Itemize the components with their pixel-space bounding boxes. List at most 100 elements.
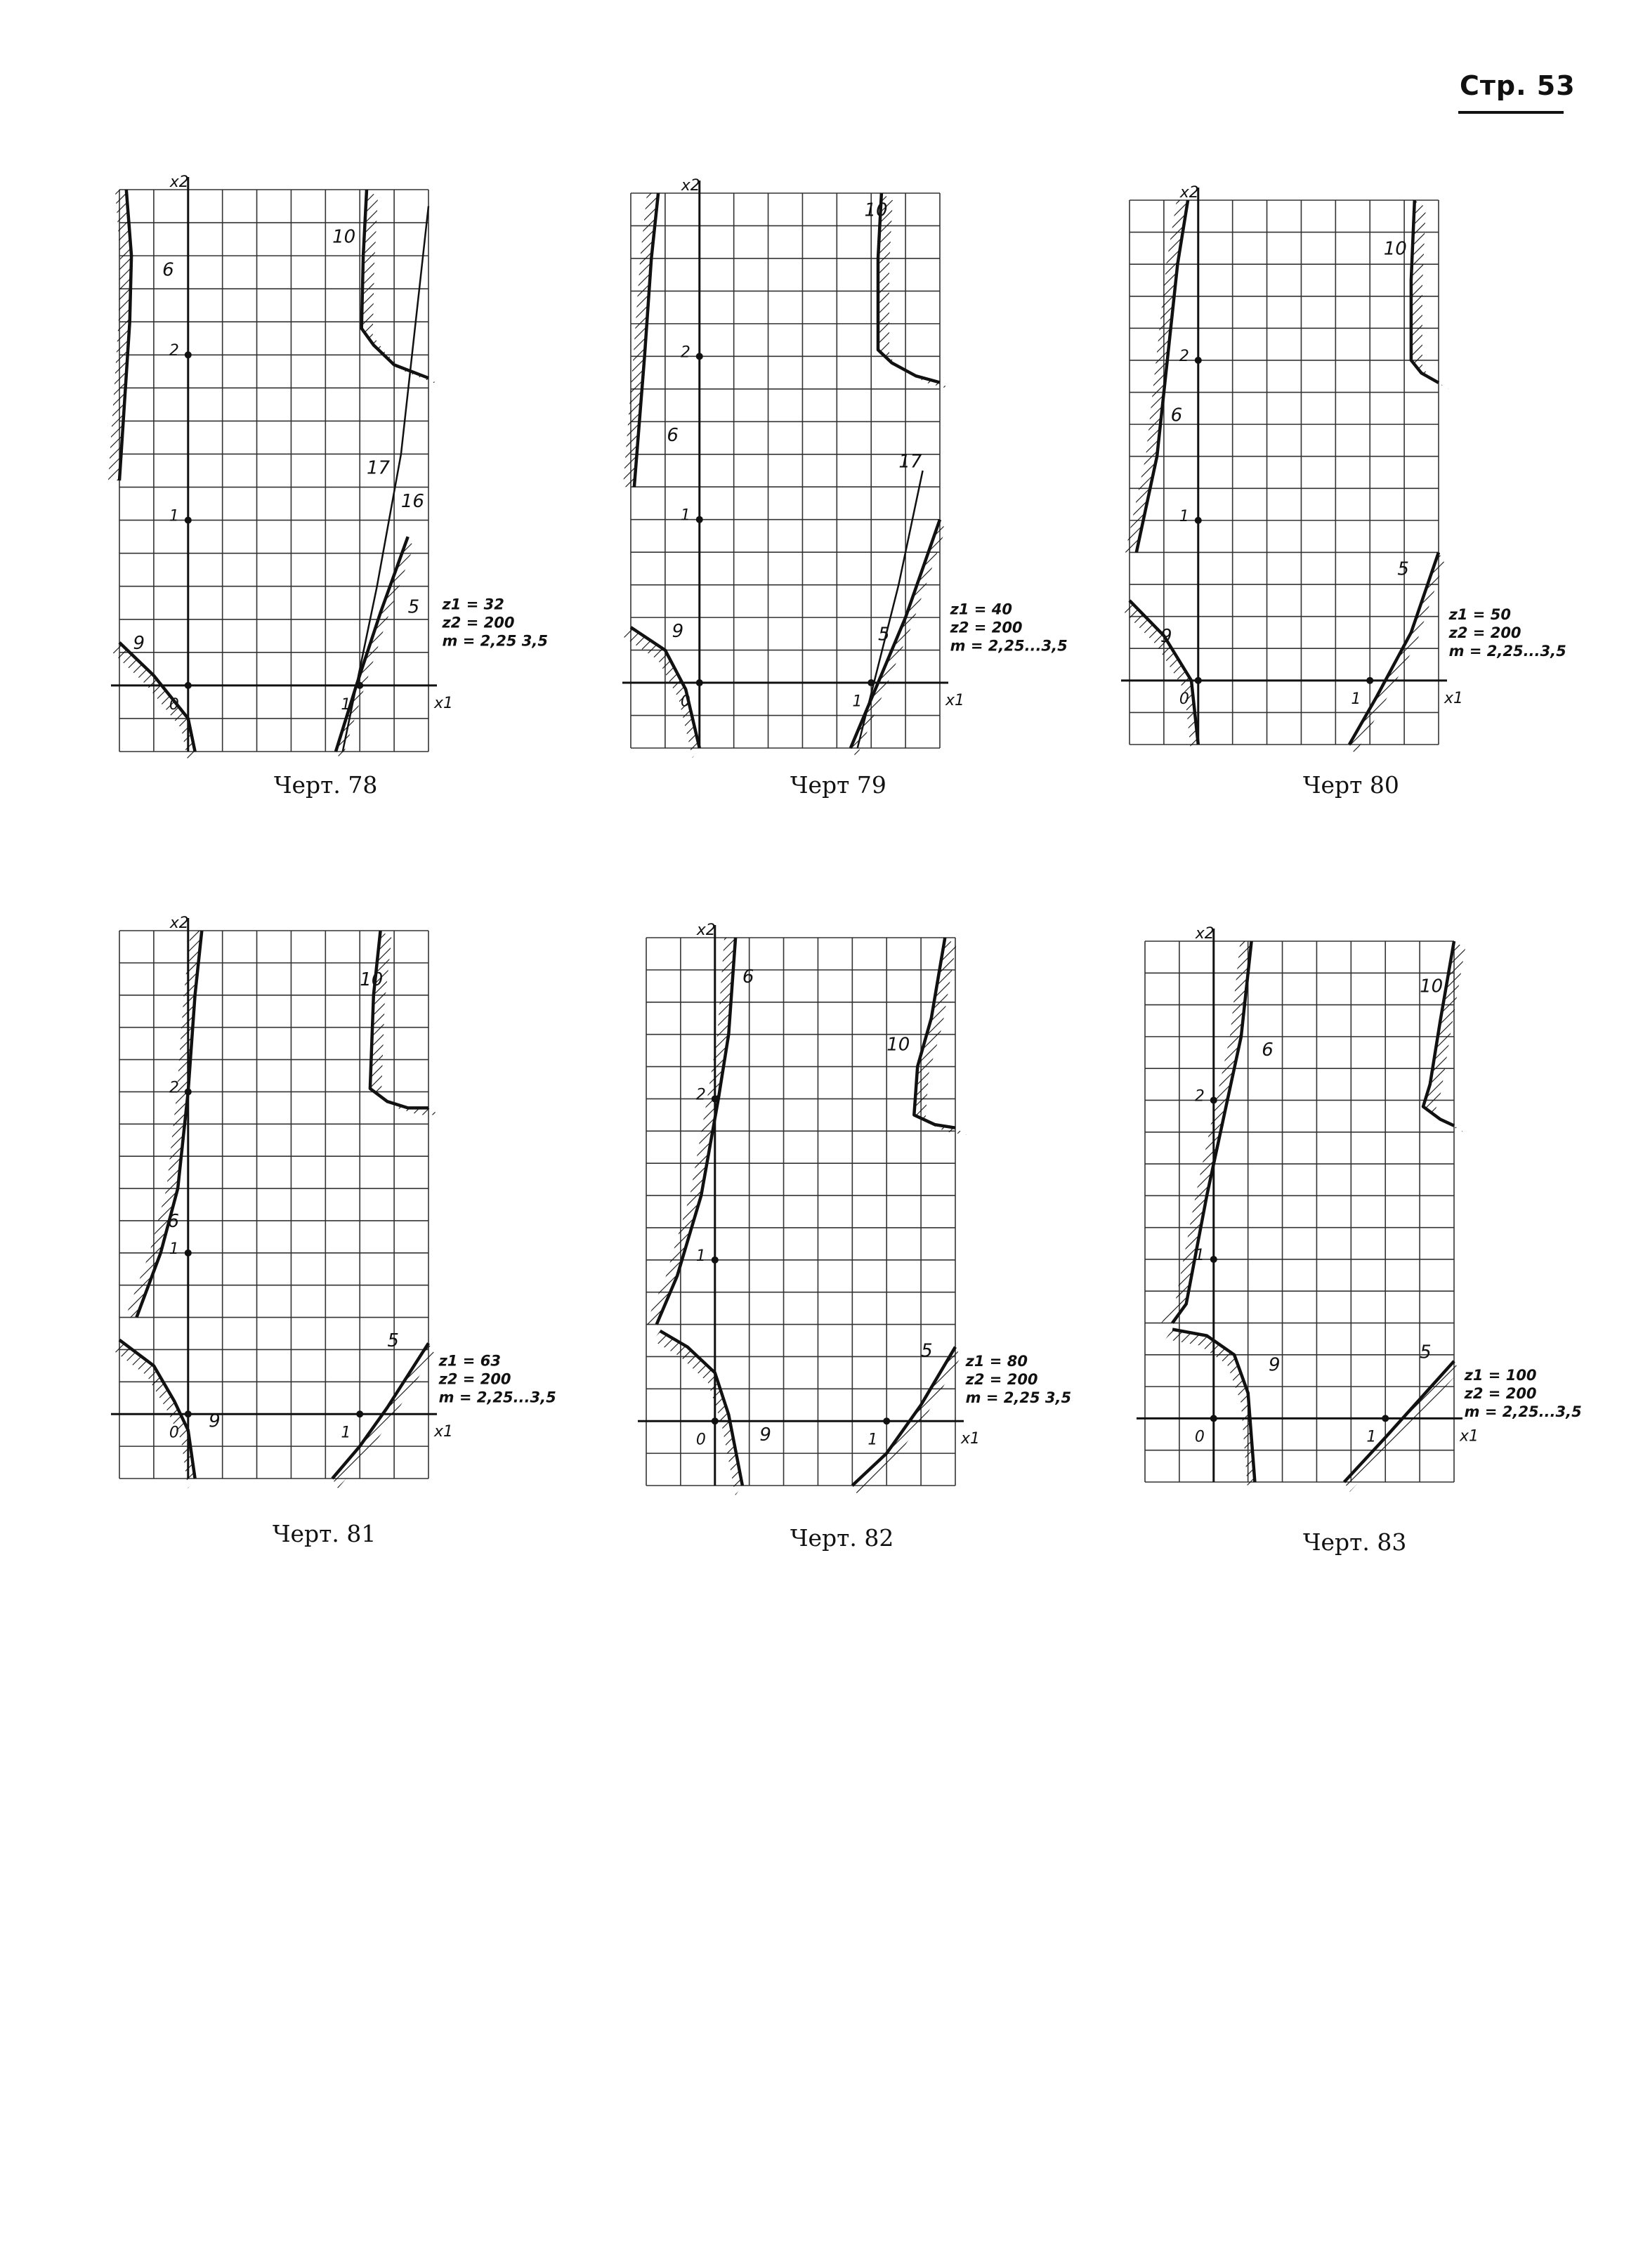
curve-label-9: 9: [1269, 1354, 1281, 1375]
tick-point: [1194, 676, 1202, 684]
tick-point: [883, 1417, 891, 1425]
curve-label-5: 5: [1420, 1342, 1432, 1363]
boundary-curve-5: [1342, 1360, 1455, 1483]
figure-caption-83: Черт. 83: [1303, 1528, 1407, 1556]
tick-point: [184, 1410, 192, 1418]
parameter-line: z1 = 32: [442, 596, 504, 613]
parameter-line: m = 2,25 3,5: [443, 633, 548, 650]
boundary-curve-6: [632, 192, 660, 487]
boundary-curve-10: [912, 937, 956, 1129]
curve-hatching-9: [624, 627, 700, 758]
curve-label-10: 10: [1420, 976, 1443, 997]
boundary-curve-10: [876, 192, 941, 384]
grid: [1144, 940, 1455, 1483]
tick-label: 2: [1179, 348, 1189, 365]
curve-label-5: 5: [387, 1330, 399, 1351]
curve-label-5: 5: [1397, 558, 1409, 579]
tick-point: [1366, 676, 1374, 684]
tick-point: [1382, 1415, 1389, 1422]
tick-point: [184, 516, 192, 524]
curve-label-6: 6: [667, 425, 679, 446]
y-axis-label: x2: [1179, 184, 1199, 202]
y-axis-label: x2: [681, 177, 700, 195]
curve-hatching-6: [1125, 200, 1189, 553]
boundary-curve-10: [360, 189, 429, 380]
curve-hatching-9: [1165, 1329, 1255, 1492]
tick-point: [695, 516, 703, 523]
parameter-line: m = 2,25...3,5: [1449, 643, 1566, 660]
figure-caption-78: Черт. 78: [274, 771, 378, 799]
boundary-curve-9: [629, 626, 701, 749]
curve-label-6: 6: [742, 966, 754, 988]
boundary-curve-10: [1421, 940, 1456, 1127]
x-axis-label: x1: [1459, 1427, 1479, 1445]
curve-label-6: 6: [1262, 1040, 1274, 1061]
y-axis-label: x2: [169, 915, 189, 932]
curve-label-16: 16: [401, 491, 424, 512]
parameter-line: m = 2,25...3,5: [439, 1389, 556, 1405]
tick-point: [1210, 1096, 1217, 1104]
parameter-line: z2 = 200: [1464, 1385, 1537, 1402]
tick-label: 2: [1195, 1088, 1205, 1106]
tick-label: 1: [681, 507, 690, 525]
tick-point: [184, 681, 192, 689]
boundary-curve-5: [851, 1346, 957, 1487]
curve-hatching-10: [914, 938, 967, 1135]
curve-hatching-6: [645, 938, 736, 1325]
tick-label: 1: [341, 1424, 351, 1441]
tick-point: [1210, 1255, 1217, 1263]
curve-hatching-9: [112, 642, 195, 761]
curve-label-10: 10: [360, 969, 383, 990]
curve-label-5: 5: [878, 624, 890, 645]
grid: [630, 192, 941, 749]
curve-label-6: 6: [167, 1211, 179, 1232]
curve-hatching-10: [1410, 200, 1450, 390]
curve-label-9: 9: [672, 621, 684, 642]
x-axis-label: x1: [1444, 690, 1463, 707]
tick-point: [356, 1410, 364, 1418]
curve-hatching-10: [361, 190, 440, 386]
curve-hatching-6: [108, 190, 132, 481]
boundary-curve-6: [117, 189, 133, 481]
x-axis-label: x1: [433, 1423, 453, 1441]
page-number: Стр. 53: [1460, 70, 1576, 101]
curve-hatching-5: [336, 537, 414, 761]
parameter-line: m = 2,25...3,5: [1465, 1403, 1582, 1420]
curve-hatching-5: [1344, 1361, 1460, 1492]
x-axis-label: x1: [433, 695, 453, 712]
curve-hatching-6: [125, 931, 202, 1318]
tick-point: [695, 353, 703, 360]
parameter-line: z2 = 200: [1448, 624, 1521, 641]
boundary-curve-5: [334, 536, 410, 752]
tick-label: 2: [169, 342, 179, 360]
curve-label-9: 9: [209, 1411, 221, 1432]
boundary-curve-10: [1409, 199, 1440, 384]
tick-point: [184, 1249, 192, 1257]
tick-point: [695, 679, 703, 687]
curve-label-9: 9: [1160, 626, 1172, 647]
tick-label: 0: [1195, 1428, 1205, 1446]
boundary-curve-17: [856, 470, 924, 749]
tick-label: 2: [681, 343, 690, 361]
curve-label-10: 10: [332, 226, 355, 247]
boundary-curve-9: [118, 641, 197, 752]
curve-label-6: 6: [1171, 405, 1183, 426]
boundary-curve-5: [1347, 551, 1441, 746]
curve-label-5: 5: [408, 596, 420, 617]
tick-point: [184, 351, 192, 359]
boundary-curve-9: [118, 1338, 197, 1479]
parameter-line: z1 = 63: [438, 1352, 501, 1369]
parameter-line: m = 2,25...3,5: [950, 637, 1068, 654]
curve-hatching-5: [1349, 552, 1444, 754]
boundary-curve-5: [849, 518, 942, 749]
tick-label: 1: [169, 508, 179, 525]
curve-hatching-9: [1122, 600, 1198, 754]
curve-label-10: 10: [864, 200, 887, 221]
tick-label: 1: [696, 1247, 706, 1265]
